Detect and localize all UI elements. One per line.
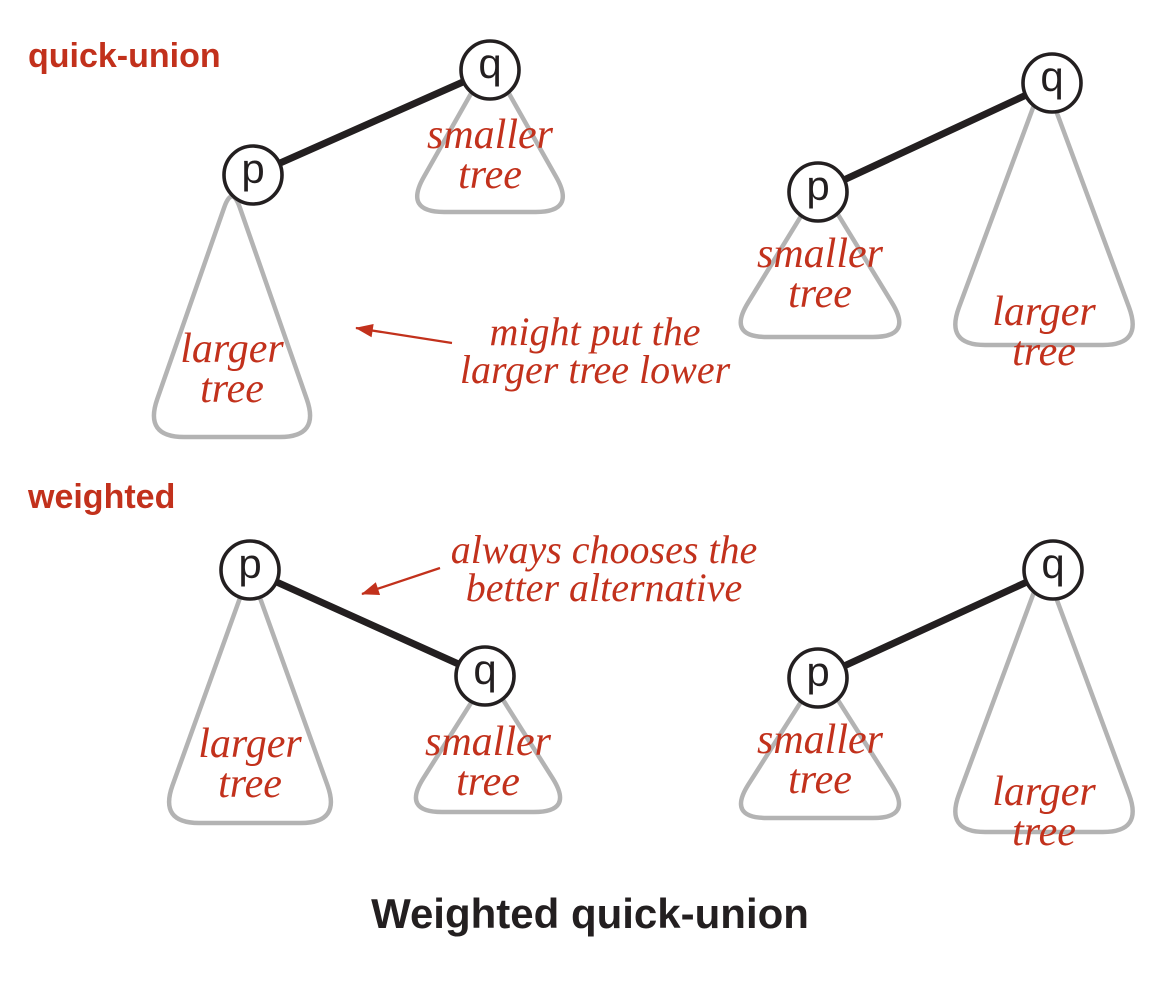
- larger-tree-label-line1: larger: [992, 769, 1096, 815]
- annotation-quick-union: might put the larger tree lower: [355, 309, 731, 392]
- smaller-tree-label-line2: tree: [788, 757, 852, 803]
- node-p-label: p: [238, 540, 261, 587]
- annotation-arrow: [355, 323, 453, 345]
- parent-link-edge: [814, 79, 1056, 196]
- smaller-tree-label-line2: tree: [456, 759, 520, 805]
- section-label-weighted: weighted: [27, 478, 175, 516]
- smaller-tree-label-line2: tree: [788, 271, 852, 317]
- tree-weighted-left: p q larger tree smaller tree: [166, 539, 563, 826]
- smaller-tree-label-line1: smaller: [757, 231, 884, 277]
- annotation-text-line2: larger tree lower: [460, 347, 731, 392]
- node-p-label: p: [806, 162, 829, 209]
- tree-weighted-right: p q smaller tree larger tree: [738, 539, 1135, 855]
- section-label-quick-union: quick-union: [28, 37, 221, 75]
- node-p-circle: [787, 161, 849, 223]
- annotation-text-line1: always chooses the: [451, 527, 758, 572]
- node-q-circle: [459, 39, 521, 101]
- larger-tree-label-line1: larger: [992, 289, 1096, 335]
- smaller-tree-label-line2: tree: [458, 152, 522, 198]
- node-q-label: q: [1041, 540, 1064, 587]
- annotation-arrow: [361, 566, 441, 596]
- annotation-weighted: always chooses the better alternative: [361, 527, 758, 610]
- smaller-tree-label-line1: smaller: [757, 717, 884, 763]
- node-q-circle: [1022, 539, 1084, 601]
- tree-quick-union-left: p q smaller tree larger tree: [151, 39, 566, 440]
- larger-tree-label-line1: larger: [180, 326, 284, 372]
- larger-tree-label-line2: tree: [1012, 809, 1076, 855]
- node-q-label: q: [1040, 53, 1063, 100]
- parent-link-edge: [814, 566, 1057, 682]
- annotation-text-line1: might put the: [489, 309, 700, 354]
- annotation-text-line2: better alternative: [466, 565, 743, 610]
- node-p-label: p: [241, 145, 264, 192]
- node-p-circle: [787, 647, 849, 709]
- node-q-circle: [454, 645, 516, 707]
- parent-link-edge: [249, 66, 494, 179]
- node-p-circle: [219, 539, 281, 601]
- figure-caption: Weighted quick-union: [371, 890, 809, 937]
- parent-link-edge: [246, 566, 489, 680]
- larger-tree-label-line2: tree: [200, 366, 264, 412]
- tree-quick-union-right: p q smaller tree larger tree: [738, 52, 1135, 375]
- larger-tree-label-line2: tree: [218, 761, 282, 807]
- node-q-circle: [1021, 52, 1083, 114]
- larger-tree-label-line1: larger: [198, 721, 302, 767]
- node-p-label: p: [806, 648, 829, 695]
- node-p-circle: [222, 144, 284, 206]
- node-q-label: q: [478, 40, 501, 87]
- smaller-tree-label-line1: smaller: [425, 719, 552, 765]
- smaller-tree-label-line1: smaller: [427, 112, 554, 158]
- larger-tree-label-line2: tree: [1012, 329, 1076, 375]
- node-q-label: q: [473, 646, 496, 693]
